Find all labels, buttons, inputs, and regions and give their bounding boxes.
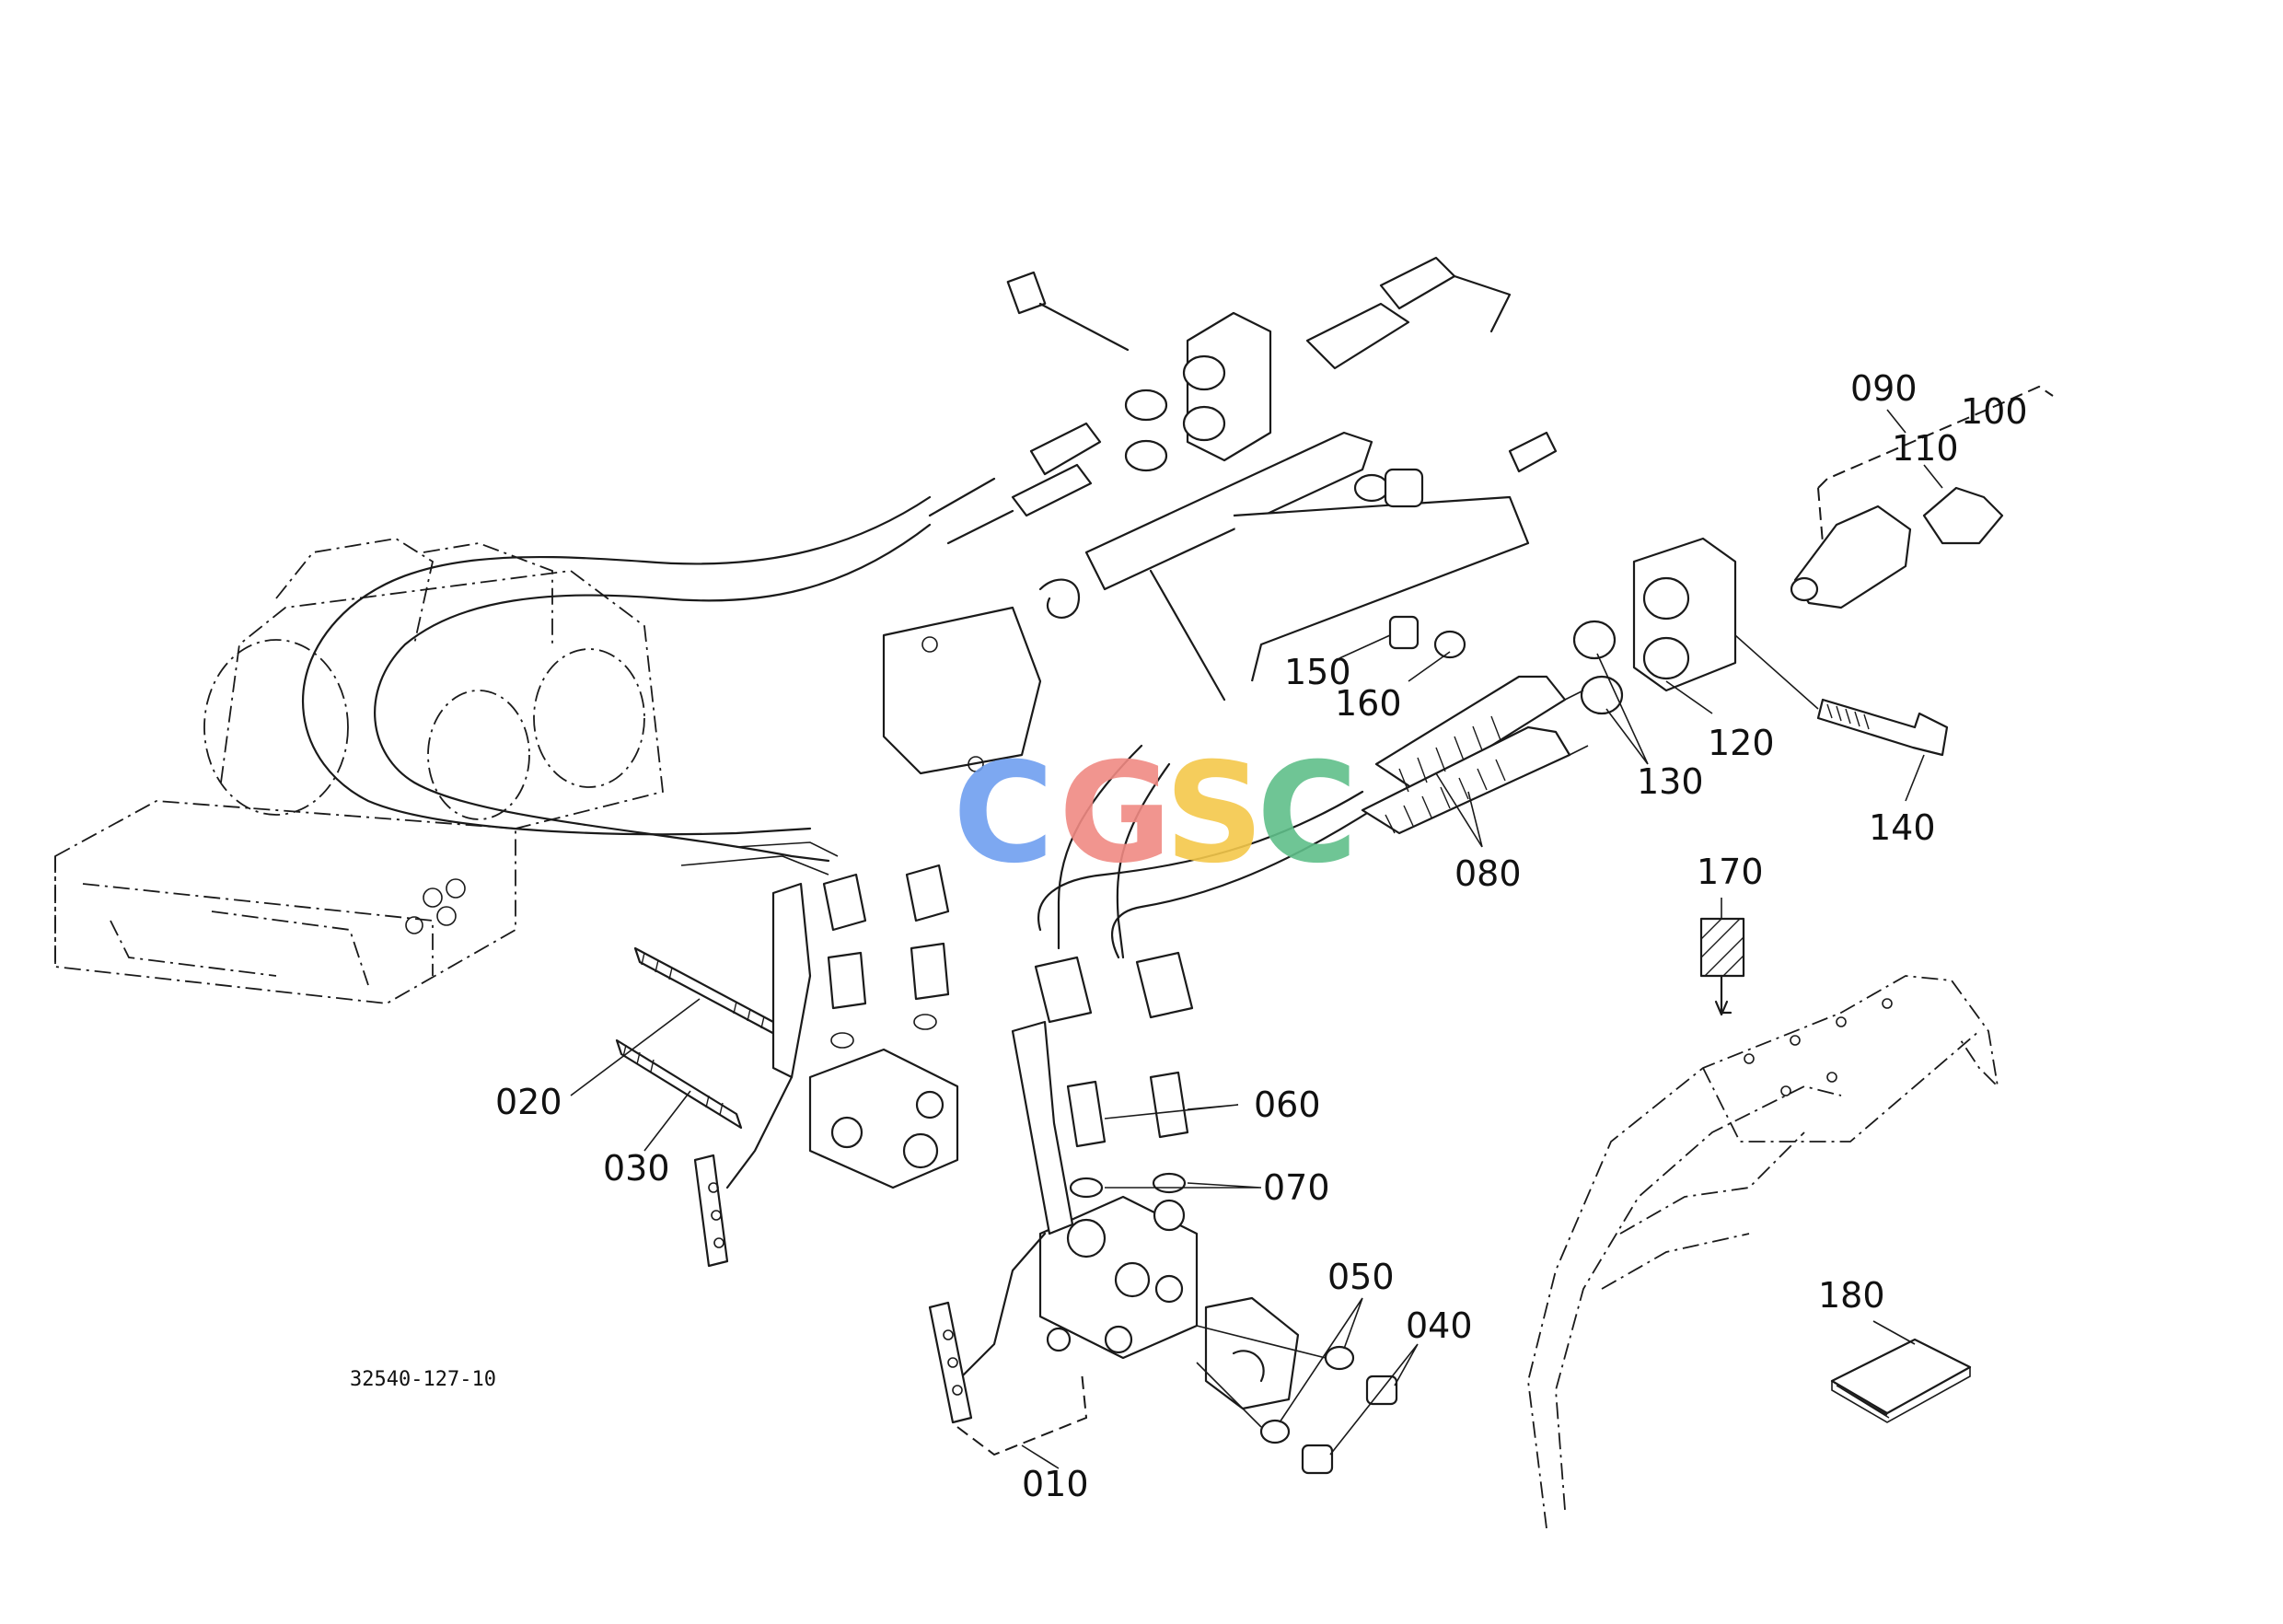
stud-020: [633, 946, 780, 1038]
callout-010: 010: [1022, 1464, 1089, 1504]
bolt-140: [1816, 698, 1949, 757]
operator-manual-180: [1830, 1338, 1972, 1423]
watermark: C G S C: [953, 734, 1358, 894]
nut-040-lower: [1301, 1444, 1334, 1475]
fitting-060-right: [1149, 1071, 1189, 1139]
callout-020: 020: [495, 1082, 562, 1122]
callout-160: 160: [1335, 683, 1402, 724]
callout-110: 110: [1892, 428, 1959, 469]
watermark-letter-s: S: [1165, 734, 1264, 894]
callout-070: 070: [1263, 1167, 1330, 1208]
coupler-090: [1793, 505, 1912, 609]
callout-170: 170: [1697, 852, 1764, 892]
dashed-bracket-100: [1817, 385, 2054, 489]
callout-090: 090: [1850, 368, 1918, 409]
callout-100: 100: [1961, 391, 2028, 432]
watermark-letter-c1: C: [953, 734, 1054, 894]
watermark-letter-c2: C: [1257, 734, 1358, 894]
callout-030: 030: [603, 1148, 670, 1189]
o-ring-130-upper: [1572, 620, 1617, 660]
fitting-060-left: [1066, 1080, 1107, 1148]
callout-050: 050: [1327, 1257, 1395, 1297]
callout-150: 150: [1284, 652, 1351, 692]
callouts: 090 100 110 150 160 120 130 140 080 170 …: [350, 368, 2028, 1504]
washer-160: [1433, 630, 1466, 659]
transmission-housing: [54, 538, 664, 1004]
callout-040: 040: [1406, 1305, 1473, 1346]
nut-150: [1388, 615, 1420, 650]
washer-050-upper: [1324, 1345, 1355, 1371]
callout-080: 080: [1454, 853, 1522, 894]
fender: [1527, 917, 1999, 1529]
washer-050-lower: [1259, 1419, 1291, 1444]
leader-lines: [570, 409, 1943, 1469]
cap-110: [1922, 486, 2004, 545]
right-valve-assembly: [928, 951, 1398, 1475]
callout-120: 120: [1708, 723, 1775, 763]
upper-assembly: [882, 256, 2054, 835]
hydraulic-pipes: [301, 495, 1373, 959]
label-decal-170: [1699, 917, 1745, 978]
callout-130: 130: [1637, 761, 1704, 802]
o-ring-070-left: [1069, 1177, 1104, 1199]
callout-060: 060: [1254, 1085, 1321, 1125]
callout-140: 140: [1869, 807, 1936, 848]
left-valve-assembly: [615, 841, 959, 1268]
drawing-number: 32540-127-10: [350, 1368, 496, 1391]
callout-180: 180: [1818, 1275, 1885, 1316]
watermark-letter-g: G: [1059, 734, 1172, 894]
o-ring-070-right: [1152, 1172, 1187, 1194]
stud-030: [615, 1038, 743, 1130]
